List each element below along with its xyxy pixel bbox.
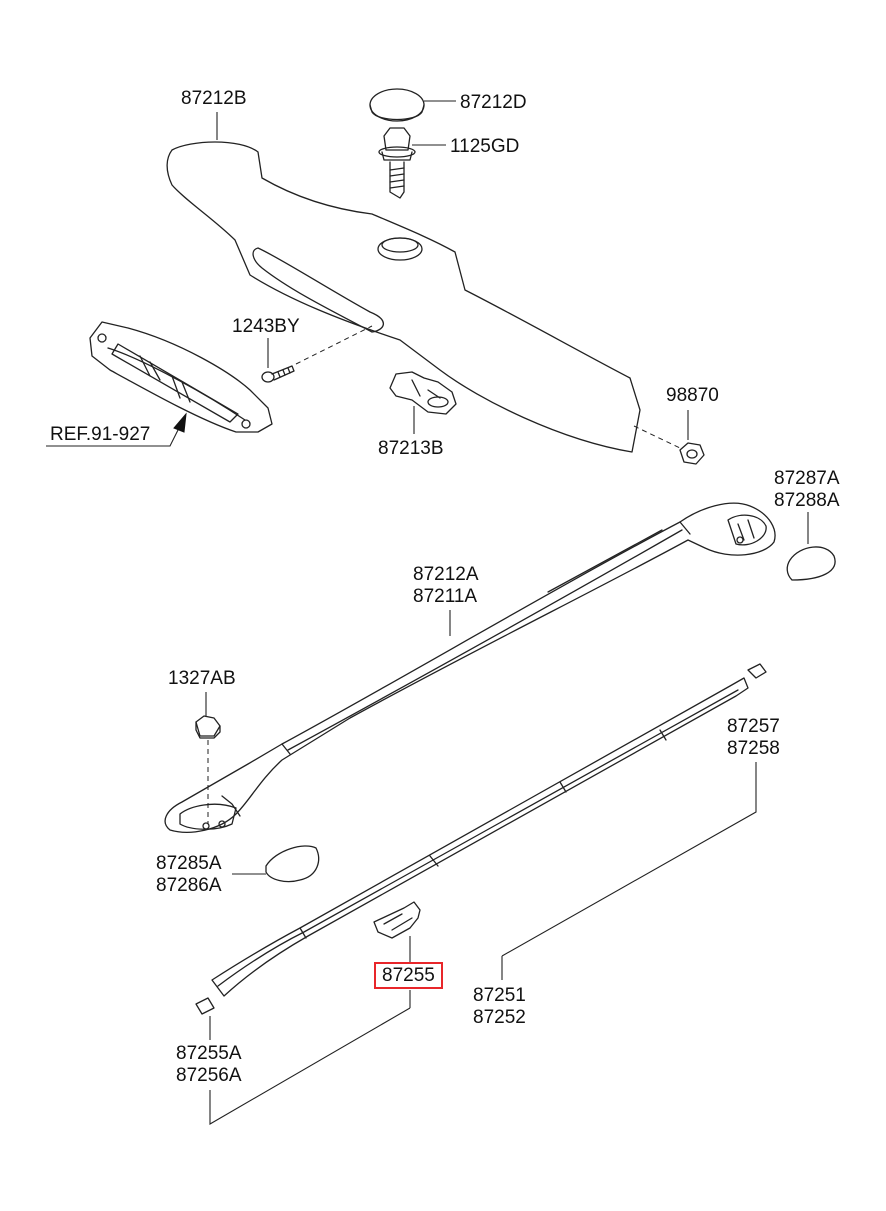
roof-rail-part — [164, 502, 776, 833]
label-87258: 87258 — [727, 738, 780, 759]
label-87212B: 87212B — [181, 88, 247, 109]
end-clip-left-part — [195, 997, 215, 1015]
cap-part — [369, 88, 425, 122]
rail-nut-part — [195, 715, 221, 739]
label-1243BY: 1243BY — [232, 316, 300, 337]
label-87211A: 87211A — [413, 586, 478, 607]
label-87251: 87251 — [473, 985, 526, 1006]
bolt-part — [378, 127, 416, 199]
crossbar-cover-part — [166, 141, 641, 453]
label-87256A: 87256A — [176, 1065, 242, 1086]
label-87212D: 87212D — [460, 92, 527, 113]
label-87255-highlighted[interactable]: 87255 — [374, 962, 443, 989]
label-87252: 87252 — [473, 1007, 526, 1028]
label-87287A: 87287A — [774, 468, 840, 489]
lamp-part — [89, 321, 273, 433]
label-87288A: 87288A — [774, 490, 840, 511]
end-cap-rear-part — [265, 845, 320, 883]
label-87212A: 87212A — [413, 564, 479, 585]
clip-part — [389, 371, 457, 415]
nut-part — [679, 442, 705, 465]
end-cap-front-part — [786, 546, 836, 581]
screw-part — [261, 365, 295, 383]
label-87255A: 87255A — [176, 1043, 242, 1064]
clip-87255-part — [373, 901, 421, 939]
label-1327AB: 1327AB — [168, 668, 236, 689]
label-87257: 87257 — [727, 716, 780, 737]
label-87286A: 87286A — [156, 875, 222, 896]
label-87285A: 87285A — [156, 853, 222, 874]
label-98870: 98870 — [666, 385, 719, 406]
label-ref-91-927: REF.91-927 — [50, 424, 151, 445]
label-1125GD: 1125GD — [450, 136, 520, 157]
end-clip-right-part — [747, 663, 767, 679]
moulding-strip-part — [211, 677, 749, 997]
leader-lines — [46, 100, 809, 1125]
label-87213B: 87213B — [378, 438, 444, 459]
